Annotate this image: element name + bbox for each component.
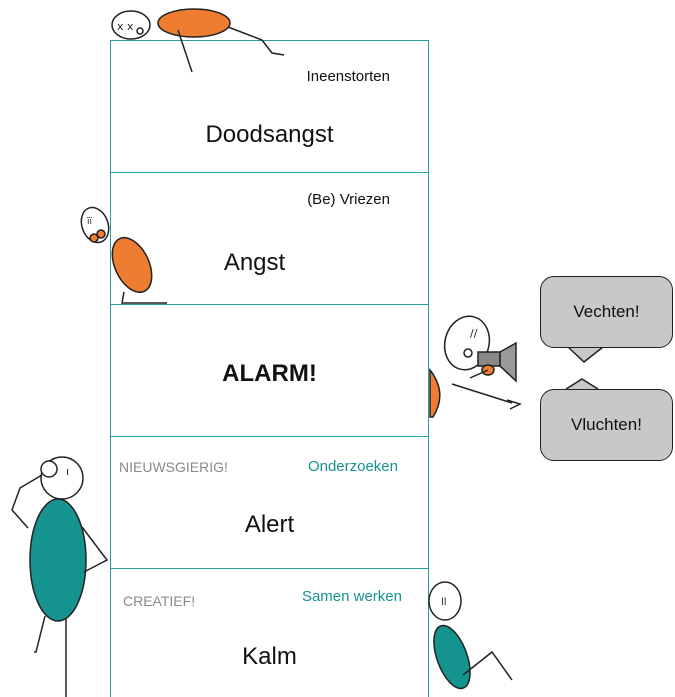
level-angst: (Be) Vriezen Angst — [110, 172, 429, 305]
curious-figure: ı — [11, 456, 109, 697]
shouting-figure: // — [429, 315, 523, 418]
speech-bubble-vluchten-text: Vluchten! — [571, 415, 642, 434]
svg-text:ı: ı — [66, 465, 69, 478]
svg-text:ïï: ïï — [86, 217, 93, 227]
bubble-tails — [565, 346, 604, 390]
relaxed-figure: ll — [428, 581, 513, 690]
level-alert-right-label: Onderzoeken — [307, 458, 398, 475]
frozen-figure: ïï — [80, 206, 167, 304]
speech-bubble-vechten: Vechten! — [540, 276, 673, 348]
level-kalm-label: Kalm — [242, 643, 297, 670]
svg-text:x x: x x — [117, 20, 134, 33]
level-alert-label: Alert — [244, 511, 295, 538]
collapsed-figure: x x — [111, 8, 285, 73]
level-kalm-right-label: Samen werken — [301, 588, 402, 605]
level-alarm-label: ALARM! — [222, 360, 317, 387]
level-kalm-left-label: CREATIEF! — [123, 593, 196, 609]
level-doodsangst-label: Doodsangst — [205, 121, 334, 148]
svg-text:ll: ll — [441, 597, 447, 608]
level-alert: NIEUWSGIERIG! Onderzoeken Alert — [110, 436, 429, 569]
level-angst-label: Angst — [223, 249, 286, 276]
level-alert-left-label: NIEUWSGIERIG! — [119, 459, 228, 475]
speech-bubble-vluchten: Vluchten! — [540, 389, 673, 461]
level-kalm: CREATIEF! Samen werken Kalm — [110, 568, 429, 697]
level-doodsangst-right-label: Ineenstorten — [306, 68, 390, 85]
svg-text://: // — [470, 327, 478, 340]
speech-bubble-vechten-text: Vechten! — [573, 302, 640, 321]
arousal-ladder: Ineenstorten Doodsangst (Be) Vriezen Ang… — [110, 40, 431, 697]
level-angst-right-label: (Be) Vriezen — [307, 191, 390, 208]
